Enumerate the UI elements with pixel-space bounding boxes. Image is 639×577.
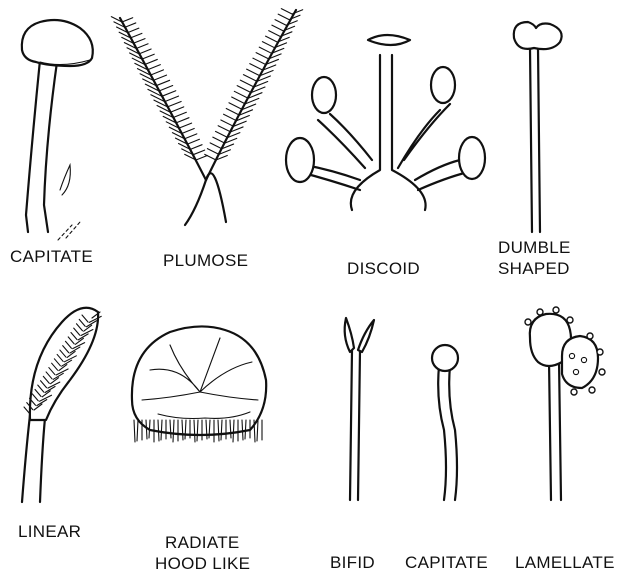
- label-lamellate: LAMELLATE: [515, 553, 615, 572]
- bifid-stigma-drawing: [345, 318, 374, 500]
- label-linear: LINEAR: [18, 522, 81, 541]
- lamellate-stigma-drawing: [525, 307, 605, 500]
- plumose-stigma-drawing: [111, 9, 302, 225]
- linear-stigma-drawing: [22, 308, 101, 502]
- radiate-hood-like-stigma-drawing: [132, 326, 266, 442]
- capitate-stigma-drawing: [22, 20, 93, 240]
- label-shaped: SHAPED: [498, 259, 570, 278]
- label-capitate-bottom: CAPITATE: [405, 553, 488, 572]
- label-bifid: BIFID: [330, 553, 375, 572]
- dumble-shaped-stigma-drawing: [514, 22, 562, 232]
- label-capitate-top: CAPITATE: [10, 247, 93, 266]
- label-dumble: DUMBLE: [498, 238, 571, 257]
- capitate-lower-stigma-drawing: [432, 345, 458, 500]
- label-plumose: PLUMOSE: [163, 251, 248, 270]
- label-hood-like: HOOD LIKE: [155, 554, 250, 573]
- label-discoid: DISCOID: [347, 259, 420, 278]
- discoid-stigma-drawing: [286, 35, 485, 210]
- label-radiate: RADIATE: [165, 533, 240, 552]
